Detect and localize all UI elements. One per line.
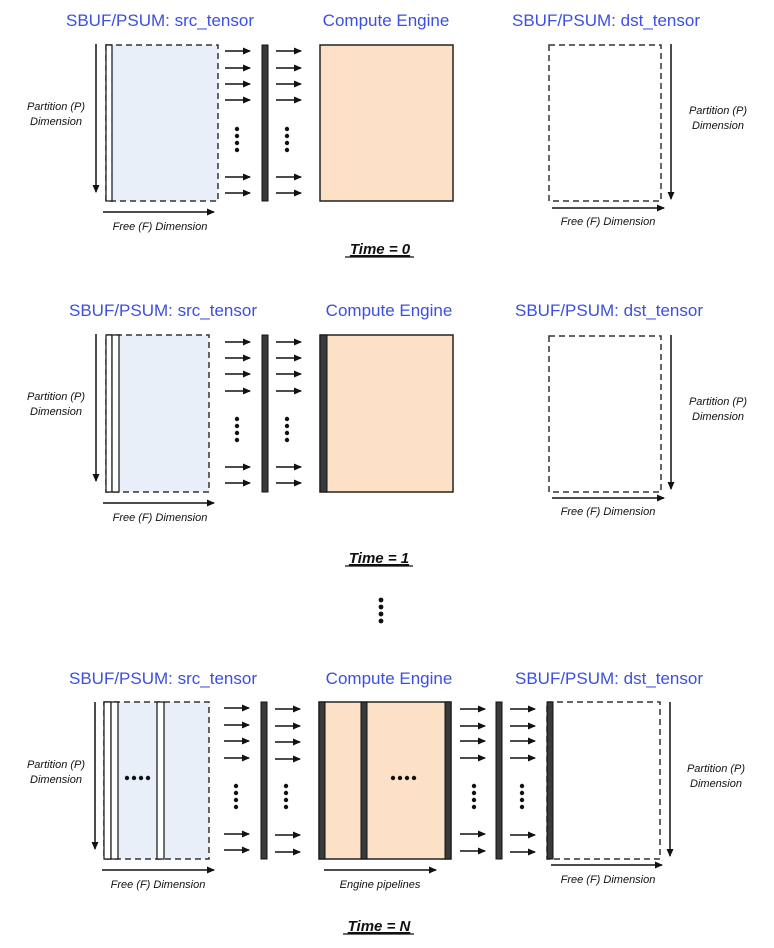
dst-partition-label-line2: Dimension bbox=[692, 120, 744, 132]
vertical-ellipsis-icon bbox=[284, 126, 290, 153]
src-tensor-column bbox=[156, 701, 165, 860]
dst-partition-label-line2: Dimension bbox=[690, 778, 742, 790]
input-arrows bbox=[225, 338, 251, 487]
panel-time-0: SBUF/PSUM: src_tensor Compute Engine SBU… bbox=[27, 11, 747, 258]
src-partition-label-line1: Partition (P) bbox=[27, 101, 85, 113]
partition-slice-bar bbox=[261, 334, 269, 493]
src-tensor-title: SBUF/PSUM: src_tensor bbox=[69, 301, 257, 320]
time-label: Time = N bbox=[348, 918, 412, 935]
src-partition-label-line2: Dimension bbox=[30, 116, 82, 128]
vertical-ellipsis-icon bbox=[283, 783, 289, 810]
engine-input-arrows bbox=[276, 338, 302, 487]
vertical-ellipsis-icon bbox=[234, 416, 240, 443]
src-partition-label-line1: Partition (P) bbox=[27, 391, 85, 403]
panel-time-n: SBUF/PSUM: src_tensor Compute Engine SBU… bbox=[27, 669, 745, 935]
engine-input-arrows bbox=[275, 705, 301, 856]
engine-pipeline-stage-bar bbox=[444, 701, 452, 860]
src-free-label: Free (F) Dimension bbox=[111, 879, 206, 891]
engine-input-arrows bbox=[276, 47, 302, 197]
input-arrows bbox=[225, 47, 251, 197]
horizontal-ellipsis-icon bbox=[124, 775, 151, 781]
dst-tensor-title: SBUF/PSUM: dst_tensor bbox=[512, 11, 700, 30]
dst-tensor-box bbox=[548, 44, 662, 202]
compute-engine-title: Compute Engine bbox=[323, 11, 450, 30]
src-tensor-column bbox=[105, 334, 113, 493]
src-free-label: Free (F) Dimension bbox=[113, 512, 208, 524]
src-tensor-column bbox=[111, 334, 120, 493]
vertical-ellipsis-icon bbox=[378, 597, 384, 624]
src-tensor-title: SBUF/PSUM: src_tensor bbox=[66, 11, 254, 30]
dst-tensor-title: SBUF/PSUM: dst_tensor bbox=[515, 669, 703, 688]
src-free-label: Free (F) Dimension bbox=[113, 221, 208, 233]
src-partition-label-line2: Dimension bbox=[30, 774, 82, 786]
dst-input-arrows bbox=[510, 705, 536, 856]
partition-slice-bar bbox=[495, 701, 503, 860]
src-tensor-column bbox=[105, 44, 113, 202]
dst-partition-label-line1: Partition (P) bbox=[689, 105, 747, 117]
dst-free-label: Free (F) Dimension bbox=[561, 216, 656, 228]
compute-engine-title: Compute Engine bbox=[326, 301, 453, 320]
compute-engine-box bbox=[318, 701, 452, 860]
dst-written-column-bar bbox=[546, 701, 554, 860]
vertical-ellipsis-icon bbox=[471, 783, 477, 810]
partition-slice-bar bbox=[261, 44, 269, 202]
compute-engine-box bbox=[319, 334, 454, 493]
output-arrows bbox=[460, 705, 486, 855]
dst-partition-label-line2: Dimension bbox=[692, 411, 744, 423]
src-tensor-column bbox=[110, 701, 119, 860]
vertical-ellipsis-icon bbox=[233, 783, 239, 810]
vertical-ellipsis-icon bbox=[234, 126, 240, 153]
vertical-ellipsis-icon bbox=[284, 416, 290, 443]
compute-engine-title: Compute Engine bbox=[326, 669, 453, 688]
src-partition-label-line1: Partition (P) bbox=[27, 759, 85, 771]
dst-free-label: Free (F) Dimension bbox=[561, 874, 656, 886]
dst-tensor-box bbox=[546, 701, 661, 860]
compute-engine-box bbox=[319, 44, 454, 202]
engine-pipeline-stage-bar bbox=[319, 334, 328, 493]
src-tensor-box bbox=[105, 44, 219, 202]
dst-tensor-box bbox=[548, 335, 662, 493]
vertical-ellipsis-icon bbox=[519, 783, 525, 810]
dst-free-label: Free (F) Dimension bbox=[561, 506, 656, 518]
input-arrows bbox=[224, 704, 250, 854]
time-label: Time = 0 bbox=[350, 241, 411, 258]
time-label: Time = 1 bbox=[349, 550, 409, 567]
engine-pipelines-label: Engine pipelines bbox=[340, 879, 421, 891]
engine-pipeline-stage-bar bbox=[360, 701, 368, 860]
dst-tensor-title: SBUF/PSUM: dst_tensor bbox=[515, 301, 703, 320]
partition-slice-bar bbox=[260, 701, 268, 860]
src-tensor-box bbox=[105, 334, 210, 493]
dst-partition-label-line1: Partition (P) bbox=[687, 763, 745, 775]
src-partition-label-line2: Dimension bbox=[30, 406, 82, 418]
engine-pipeline-stage-bar bbox=[318, 701, 326, 860]
horizontal-ellipsis-icon bbox=[390, 775, 417, 781]
src-tensor-title: SBUF/PSUM: src_tensor bbox=[69, 669, 257, 688]
src-tensor-column bbox=[103, 701, 112, 860]
dst-partition-label-line1: Partition (P) bbox=[689, 396, 747, 408]
panel-time-1: SBUF/PSUM: src_tensor Compute Engine SBU… bbox=[27, 301, 747, 567]
